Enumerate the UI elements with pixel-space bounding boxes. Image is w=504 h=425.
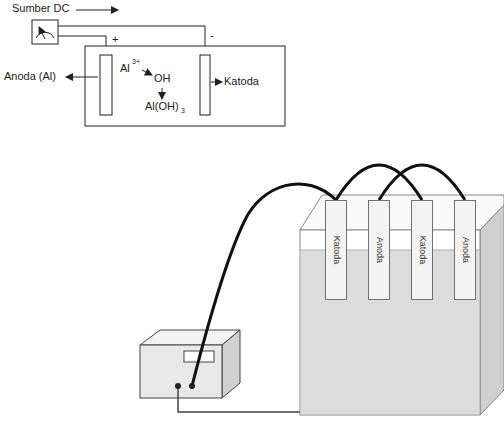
current-arrow bbox=[76, 10, 118, 11]
reaction-arrow bbox=[142, 70, 152, 75]
connecting-wire bbox=[336, 165, 422, 200]
text-label: Al(OH) bbox=[145, 100, 179, 112]
supply-side bbox=[222, 330, 240, 398]
text-label: + bbox=[112, 33, 118, 45]
text-label: Anoda (Al) bbox=[4, 70, 56, 82]
anode-plate bbox=[100, 55, 112, 115]
cell-tank bbox=[85, 46, 285, 126]
meter-symbol bbox=[32, 20, 58, 44]
electrode-label: Katoda bbox=[332, 236, 341, 265]
text-label: - bbox=[210, 29, 214, 41]
power-supply bbox=[140, 345, 222, 398]
wire bbox=[192, 184, 336, 386]
electrode-plate: Anoda bbox=[454, 200, 476, 300]
meter-scale bbox=[36, 32, 54, 38]
tank-side bbox=[480, 205, 504, 415]
wire bbox=[178, 388, 300, 412]
text-label: Katoda bbox=[224, 75, 259, 87]
text-label: OH bbox=[154, 72, 171, 84]
electrode-label: Anoda bbox=[461, 237, 470, 263]
text-label: 3 bbox=[181, 107, 185, 115]
leader-arrow bbox=[66, 77, 98, 78]
leader-arrow bbox=[211, 82, 222, 83]
terminal bbox=[175, 383, 181, 389]
cathode-plate bbox=[200, 55, 210, 115]
electrode-plate: Katoda bbox=[411, 200, 433, 300]
meter-needle bbox=[39, 27, 45, 39]
reaction-arrow bbox=[162, 88, 163, 99]
electrode-plate: Katoda bbox=[325, 200, 347, 300]
electrode-plate: Anoda bbox=[368, 200, 390, 300]
text-label: Sumber DC bbox=[12, 2, 69, 14]
terminal bbox=[189, 383, 195, 389]
electrode-label: Katoda bbox=[418, 236, 427, 265]
text-label: 3+ bbox=[132, 58, 140, 66]
text-label: Al bbox=[120, 62, 130, 74]
electrode-label: Anoda bbox=[375, 237, 384, 263]
connecting-wire bbox=[379, 165, 465, 200]
